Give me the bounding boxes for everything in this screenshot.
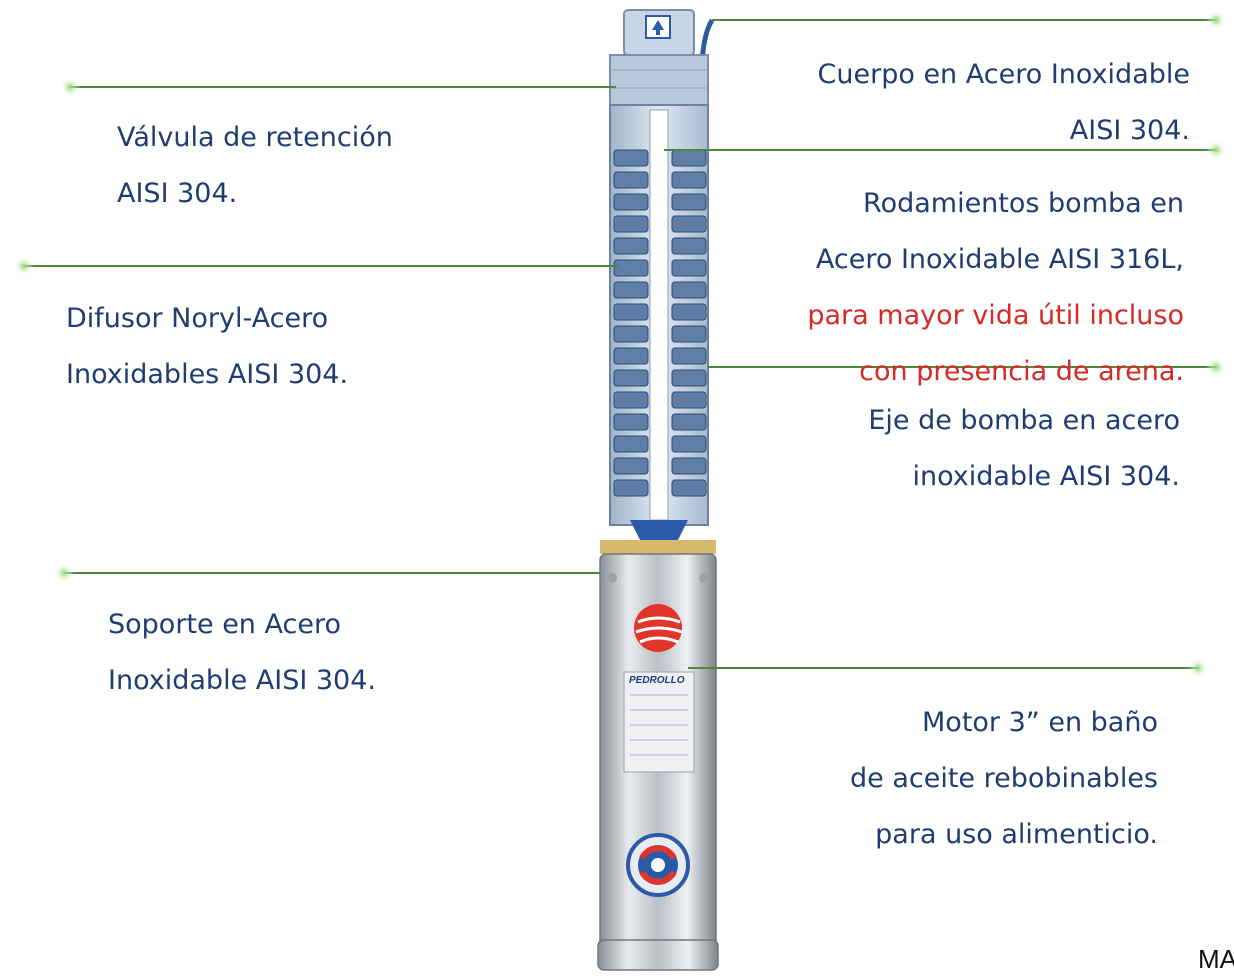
callout-eje-line1: Eje de bomba en acero xyxy=(868,405,1180,436)
impeller-stage xyxy=(671,237,707,255)
impeller-stage xyxy=(671,347,707,365)
leader-dots xyxy=(14,10,1226,678)
impeller-stage xyxy=(671,391,707,409)
impeller-stage xyxy=(671,325,707,343)
impeller-stage xyxy=(671,281,707,299)
impeller-stage xyxy=(613,215,649,233)
callout-cuerpo: Cuerpo en Acero Inoxidable AISI 304. xyxy=(818,33,1190,173)
impeller-stage xyxy=(613,259,649,277)
callout-difusor-line2: Inoxidables AISI 304. xyxy=(66,359,349,390)
impeller-stage xyxy=(613,193,649,211)
callout-eje: Eje de bomba en acero inoxidable AISI 30… xyxy=(868,379,1180,519)
callout-difusor: Difusor Noryl-Acero Inoxidables AISI 304… xyxy=(66,277,348,417)
impeller-stage xyxy=(671,171,707,189)
impeller-stage xyxy=(671,479,707,497)
nameplate-brand: PEDROLLO xyxy=(629,675,685,686)
callout-rodamientos-line1: Rodamientos bomba en xyxy=(863,188,1184,219)
impeller-stage xyxy=(671,413,707,431)
callout-valvula-line1: Válvula de retención xyxy=(117,122,393,153)
impeller-stage xyxy=(613,457,649,475)
impeller-stage xyxy=(671,303,707,321)
impeller-stage xyxy=(613,237,649,255)
impeller-stage xyxy=(671,457,707,475)
callout-cuerpo-line2: AISI 304. xyxy=(1069,115,1190,146)
impeller-stage xyxy=(613,347,649,365)
impeller-stage xyxy=(613,303,649,321)
callout-motor-line2: de aceite rebobinables xyxy=(849,763,1158,794)
impeller-stage xyxy=(671,435,707,453)
check-valve-head xyxy=(609,9,709,106)
callout-valvula-line2: AISI 304. xyxy=(117,178,238,209)
impeller-stage xyxy=(613,369,649,387)
callout-motor: Motor 3” en baño de aceite rebobinables … xyxy=(850,681,1158,877)
callout-rodamientos-line3: para mayor vida útil incluso xyxy=(807,300,1184,331)
callout-rodamientos-line4: con presencia de arena. xyxy=(859,356,1184,387)
callout-motor-line1: Motor 3” en baño xyxy=(922,707,1158,738)
callout-difusor-line1: Difusor Noryl-Acero xyxy=(66,303,329,334)
impeller-stage xyxy=(613,413,649,431)
leader-lines xyxy=(24,19,1216,669)
callout-rodamientos: Rodamientos bomba en Acero Inoxidable AI… xyxy=(807,162,1184,414)
impeller-stage xyxy=(613,171,649,189)
impeller-stage xyxy=(671,259,707,277)
callout-valvula: Válvula de retención AISI 304. xyxy=(117,96,393,236)
impeller-stage xyxy=(671,193,707,211)
callout-soporte: Soporte en Acero Inoxidable AISI 304. xyxy=(108,583,376,723)
impeller-stage xyxy=(613,391,649,409)
callout-soporte-line1: Soporte en Acero xyxy=(108,609,341,640)
impeller-stage xyxy=(613,479,649,497)
callout-rodamientos-line2: Acero Inoxidable AISI 316L, xyxy=(815,244,1184,275)
pump-body xyxy=(609,104,709,540)
impeller-stage xyxy=(613,149,649,167)
callout-cuerpo-line1: Cuerpo en Acero Inoxidable xyxy=(817,59,1190,90)
impeller-stage xyxy=(613,281,649,299)
impeller-stage xyxy=(671,149,707,167)
brand-logo xyxy=(634,604,683,652)
callout-eje-line2: inoxidable AISI 304. xyxy=(912,461,1180,492)
callout-soporte-line2: Inoxidable AISI 304. xyxy=(108,665,376,696)
corner-text: MA xyxy=(1198,944,1234,974)
motor-body xyxy=(597,540,719,971)
impeller-stage xyxy=(613,435,649,453)
motor-badge xyxy=(626,833,690,897)
impeller-stage xyxy=(671,215,707,233)
impeller-stage xyxy=(613,325,649,343)
nameplate xyxy=(623,671,695,773)
callout-motor-line3: para uso alimenticio. xyxy=(875,819,1158,850)
impeller-stage xyxy=(671,369,707,387)
